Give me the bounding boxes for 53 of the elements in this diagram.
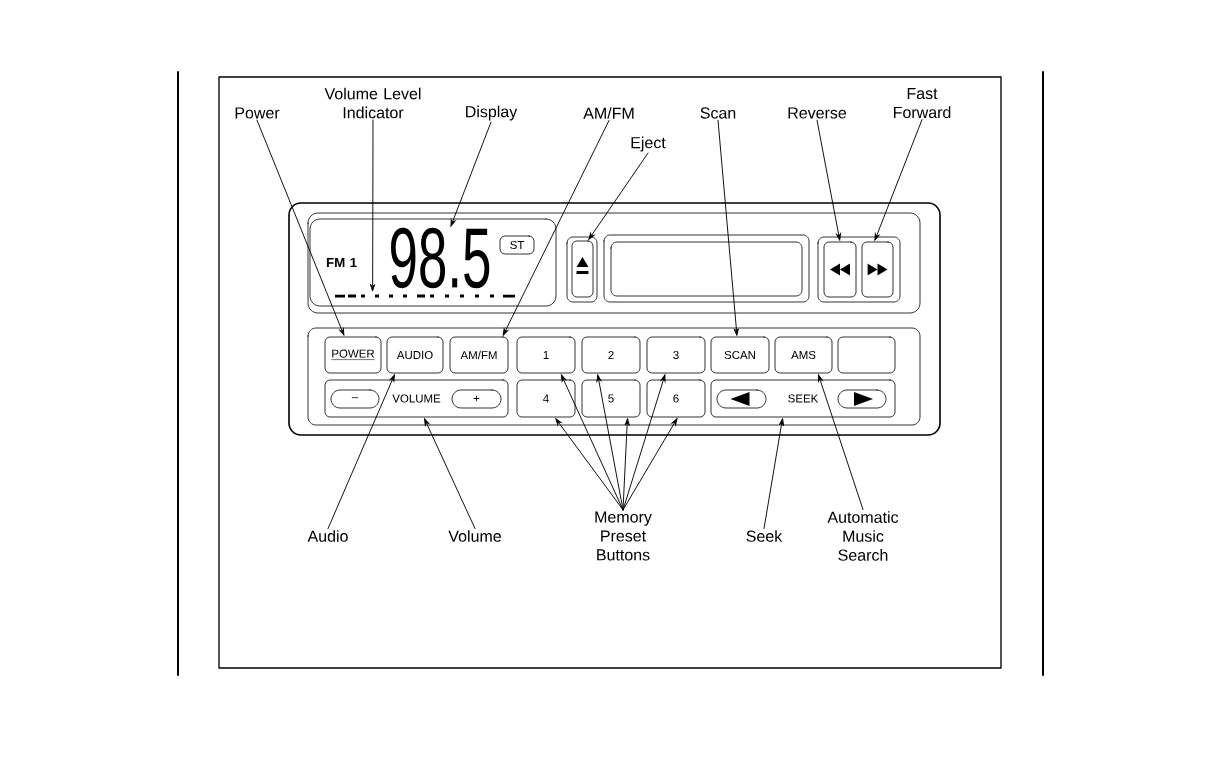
callout-label: AM/FM	[583, 107, 634, 119]
frequency-readout: 98.5	[391, 227, 490, 289]
leader-arrow	[816, 119, 841, 241]
radio-panel	[288, 202, 941, 436]
leader-arrow	[256, 119, 345, 336]
rewind-button	[823, 241, 857, 298]
callout-label: Scan	[700, 107, 736, 119]
stereo-indicator: ST	[499, 235, 535, 255]
radio-button: AM/FM	[449, 336, 509, 374]
radio-button: AUDIO	[386, 336, 444, 374]
leader-arrow	[874, 119, 923, 241]
leader-arrow	[424, 418, 476, 529]
preset-button: 2	[581, 336, 641, 374]
radio-button: AMS	[774, 336, 833, 374]
preset-button: 6	[646, 379, 706, 418]
seek-up-button	[837, 389, 887, 409]
leader-arrow	[588, 152, 649, 240]
callout-label: Memory Preset Buttons	[595, 511, 652, 561]
leader-arrow	[763, 418, 784, 529]
volume-up-button: +	[451, 389, 502, 409]
preset-button: 5	[581, 379, 641, 418]
callout-label: Eject	[631, 136, 666, 152]
callout-label: Power	[235, 107, 280, 119]
callout-label: Seek	[746, 530, 783, 542]
preset-button: 4	[516, 379, 576, 418]
radio-button: POWER	[324, 336, 382, 374]
callout-label: Display	[466, 105, 518, 121]
seek-down-button	[716, 389, 767, 409]
preset-button: 1	[516, 336, 576, 374]
callout-label: Fast Forward	[894, 87, 951, 119]
leader-arrow	[370, 119, 376, 292]
leader-arrow	[717, 119, 739, 336]
leader-arrow	[622, 418, 678, 511]
callout-label: Audio	[307, 530, 348, 542]
leader-arrow	[560, 374, 624, 511]
leader-arrow	[327, 374, 395, 529]
radio-button	[837, 336, 896, 374]
leader-arrow	[502, 120, 610, 336]
preset-button: 3	[646, 336, 706, 374]
leader-arrow	[817, 374, 864, 511]
volume-down-button: –	[330, 389, 380, 409]
callout-label: Reverse	[788, 107, 847, 119]
callout-label: Volume	[448, 530, 501, 542]
radio-button: SCAN	[710, 336, 770, 374]
level-indicator	[335, 294, 515, 298]
seek-rocker: SEEK	[710, 379, 896, 418]
leader-arrow	[596, 374, 624, 511]
callout-label: Volume Level Indicator	[324, 87, 421, 119]
callout-label: Automatic Music Search	[827, 511, 899, 561]
leader-arrow	[450, 121, 492, 227]
leader-arrow	[622, 374, 666, 511]
fast-forward-button	[861, 241, 894, 298]
leader-arrow	[555, 418, 624, 511]
